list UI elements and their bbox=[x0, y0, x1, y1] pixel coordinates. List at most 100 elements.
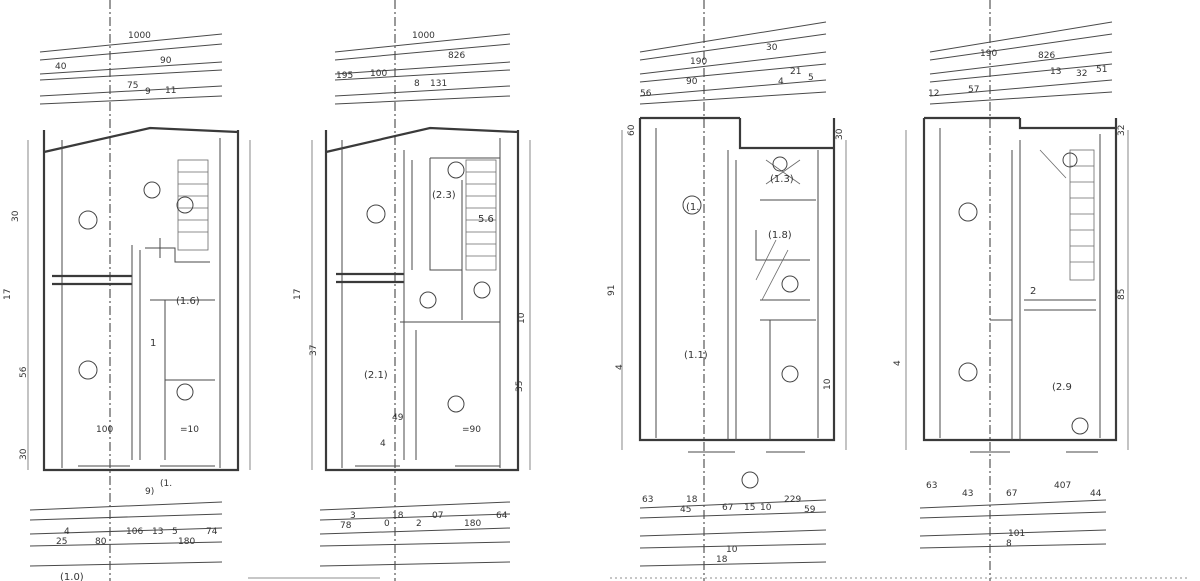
dim-label: 30 bbox=[11, 210, 21, 222]
dim-label: 826 bbox=[1038, 51, 1055, 61]
dim-label: 180 bbox=[464, 519, 481, 529]
dim-label: 18 bbox=[392, 511, 404, 521]
dim-label: 10 bbox=[726, 545, 738, 555]
stair-symbol bbox=[1039, 149, 1095, 281]
dim-label: 131 bbox=[430, 79, 447, 89]
dim-label: 190 bbox=[690, 57, 707, 67]
room-label: (2.9 bbox=[1052, 382, 1072, 393]
dim-label: 37 bbox=[309, 345, 319, 356]
dim-label: 5 bbox=[172, 527, 178, 537]
room-label: (1.1) bbox=[684, 350, 708, 361]
room-label: (2.1) bbox=[364, 370, 388, 381]
dim-label: 30 bbox=[835, 128, 845, 140]
dim-label: 12 bbox=[928, 89, 939, 99]
dim-label: 8 bbox=[1006, 539, 1012, 549]
stair-symbol bbox=[755, 159, 801, 301]
dim-label: 67 bbox=[722, 503, 733, 513]
dim-label: 40 bbox=[55, 62, 67, 72]
room-label: (1.8) bbox=[768, 230, 792, 241]
room-label: (1. bbox=[686, 202, 699, 213]
dim-label: 07 bbox=[432, 511, 443, 521]
dim-label: 229 bbox=[784, 495, 801, 505]
dim-label: 75 bbox=[127, 81, 138, 91]
dim-label: 9) bbox=[145, 487, 154, 497]
dim-label: 63 bbox=[926, 481, 937, 491]
dim-label: 4 bbox=[778, 77, 784, 87]
dim-label: 32 bbox=[1076, 69, 1087, 79]
dim-label: 35 bbox=[515, 381, 525, 392]
room-label: 5.6 bbox=[478, 214, 494, 225]
dim-label: 67 bbox=[1006, 489, 1017, 499]
dim-label: 3 bbox=[350, 511, 356, 521]
room-label: 2 bbox=[1030, 286, 1036, 297]
dim-label: 63 bbox=[642, 495, 653, 505]
dim-label: 13 bbox=[1050, 67, 1061, 77]
dim-label: 0 bbox=[384, 519, 390, 529]
dim-label: 10 bbox=[760, 503, 772, 513]
dim-label: 10 bbox=[823, 378, 833, 390]
room-label: 1 bbox=[150, 338, 156, 349]
room-label: (1.6) bbox=[176, 296, 200, 307]
stair-symbol bbox=[465, 159, 497, 271]
dim-label: 59 bbox=[804, 505, 816, 515]
dim-label: 57 bbox=[968, 85, 979, 95]
dim-label: 85 bbox=[1117, 289, 1127, 300]
dim-label: 195 bbox=[336, 71, 353, 81]
dim-label: 30 bbox=[19, 448, 29, 460]
dim-label: 90 bbox=[160, 56, 172, 66]
dim-label: 30 bbox=[766, 43, 778, 53]
dim-label: 8 bbox=[414, 79, 420, 89]
dim-label: 18 bbox=[716, 555, 728, 565]
dim-label: 56 bbox=[19, 366, 29, 378]
dim-label: 90 bbox=[686, 77, 698, 87]
floor-plan-panel-3: 56 90 190 21 4 30 5 60 91 4 30 10 (1. (1… bbox=[607, 0, 847, 581]
dim-label: 45 bbox=[680, 505, 691, 515]
floor-plan-panel-1: 1000 40 90 75 9 11 30 17 56 30 (1.6) 1 (… bbox=[3, 0, 251, 581]
dim-label: 25 bbox=[56, 537, 67, 547]
room-label: 49 bbox=[392, 413, 404, 423]
dim-label: 74 bbox=[206, 527, 218, 537]
room-label: =90 bbox=[462, 425, 481, 435]
dim-label: 180 bbox=[178, 537, 195, 547]
dim-label: 1000 bbox=[412, 31, 435, 41]
dim-label: 190 bbox=[980, 49, 997, 59]
dim-label: 100 bbox=[96, 425, 113, 435]
dim-label: 10 bbox=[517, 312, 527, 324]
dim-label: 101 bbox=[1008, 529, 1025, 539]
floor-plan-panel-2: 1000 195 100 8 131 826 17 37 10 35 (2.3)… bbox=[293, 0, 531, 581]
dim-label: 51 bbox=[1096, 65, 1107, 75]
stair-symbol bbox=[177, 159, 209, 251]
dim-label: (1. bbox=[160, 479, 172, 489]
dim-label: 4 bbox=[893, 360, 903, 366]
room-label: 4 bbox=[380, 439, 386, 449]
dim-label: 13 bbox=[152, 527, 163, 537]
dim-label: 78 bbox=[340, 521, 352, 531]
dim-label: 1000 bbox=[128, 31, 151, 41]
dim-label: 11 bbox=[165, 86, 176, 96]
dim-label: 5 bbox=[808, 73, 814, 83]
dim-label: 80 bbox=[95, 537, 107, 547]
dim-label: 15 bbox=[744, 503, 755, 513]
dim-label: 9 bbox=[145, 87, 151, 97]
room-label: (1.3) bbox=[770, 174, 794, 185]
dim-label: 100 bbox=[370, 69, 387, 79]
dim-label: 43 bbox=[962, 489, 973, 499]
dim-label: 91 bbox=[607, 285, 617, 296]
room-label: (2.3) bbox=[432, 190, 456, 201]
dim-label: 826 bbox=[448, 51, 465, 61]
floor-plan-panel-4: 190 57 12 13 51 32 826 4 85 32 (2.9 2 63… bbox=[893, 0, 1129, 581]
dim-label: 60 bbox=[627, 124, 637, 136]
dim-label: =10 bbox=[180, 425, 199, 435]
room-label: (1.0) bbox=[60, 572, 84, 581]
dim-label: 21 bbox=[790, 67, 801, 77]
dim-label: 64 bbox=[496, 511, 508, 521]
dim-label: 18 bbox=[686, 495, 698, 505]
dim-label: 17 bbox=[3, 289, 13, 300]
dim-label: 17 bbox=[293, 289, 303, 300]
dim-label: 44 bbox=[1090, 489, 1102, 499]
dim-label: 32 bbox=[1117, 125, 1127, 136]
dim-label: 56 bbox=[640, 89, 652, 99]
dim-label: 4 bbox=[615, 364, 625, 370]
